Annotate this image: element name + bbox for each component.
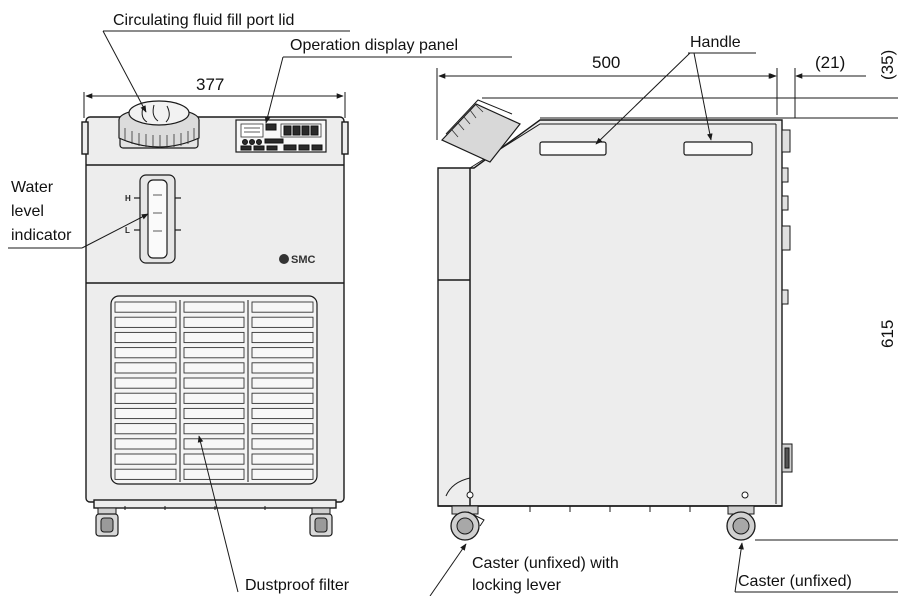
filter-slat	[114, 362, 177, 374]
filter-slat	[114, 331, 177, 344]
side-caster-unfixed	[726, 505, 756, 541]
filter-slat	[183, 453, 245, 465]
drain-hose	[445, 477, 471, 497]
label-dustproof-filter: Dustproof filter	[245, 577, 350, 594]
label-caster-locking-line1: Caster (unfixed) with	[472, 555, 619, 572]
svg-text:SMC: SMC	[291, 254, 316, 266]
filter-slat	[251, 423, 314, 435]
filter-slat	[183, 362, 245, 374]
front-left-caster	[95, 507, 119, 537]
filter-slat	[114, 423, 177, 435]
smc-logo: SMC	[279, 254, 316, 266]
filter-slat	[183, 468, 245, 480]
filter-slat	[114, 392, 177, 404]
filter-slat	[183, 392, 245, 404]
level-high-mark: H	[125, 194, 131, 203]
filter-slat	[251, 362, 314, 374]
filter-slat	[251, 392, 314, 404]
side-view: 500 (21) (35) 615	[436, 50, 898, 541]
filter-slat	[114, 316, 177, 328]
label-operation-panel: Operation display panel	[290, 37, 458, 54]
filter-slat	[251, 438, 314, 450]
dustproof-filter	[110, 295, 318, 485]
right-side-tab	[341, 121, 349, 155]
water-level-indicator: H L	[125, 174, 181, 264]
filter-slat	[183, 347, 245, 359]
handle-right	[683, 141, 753, 156]
base-feet	[529, 506, 691, 512]
front-view: 377	[81, 75, 349, 537]
filter-slat	[183, 301, 245, 313]
filter-slat	[183, 438, 245, 450]
label-caster-unfixed: Caster (unfixed)	[738, 573, 852, 590]
filter-slat	[251, 453, 314, 465]
filter-slat	[114, 453, 177, 465]
top-offset-dimension: (35)	[878, 50, 897, 80]
filter-slat	[183, 316, 245, 328]
filter-slat	[114, 407, 177, 420]
filter-slat	[114, 301, 177, 313]
fill-port-lid	[118, 100, 200, 149]
operation-display-panel	[235, 119, 327, 153]
front-width-dimension: 377	[196, 75, 224, 94]
filter-slat	[251, 377, 314, 389]
filter-slat	[251, 407, 314, 420]
front-right-caster	[309, 507, 333, 537]
filter-slat	[183, 331, 245, 344]
label-handle: Handle	[690, 34, 741, 51]
filter-slat	[114, 347, 177, 359]
level-low-mark: L	[125, 226, 130, 235]
filter-slat	[114, 468, 177, 480]
label-water-level-line3: indicator	[11, 227, 72, 244]
filter-slat	[183, 407, 245, 420]
side-caster-locking	[450, 505, 485, 541]
filter-slat	[114, 438, 177, 450]
filter-slat	[251, 316, 314, 328]
label-caster-locking-line2: locking lever	[472, 577, 562, 594]
filter-slat	[114, 377, 177, 389]
side-offset-dimension: (21)	[815, 53, 845, 72]
filter-slats	[114, 301, 314, 480]
filter-slat	[251, 347, 314, 359]
filter-slat	[251, 468, 314, 480]
side-fill-port-lid	[440, 99, 521, 163]
label-fill-port-lid: Circulating fluid fill port lid	[113, 12, 294, 29]
handle-left	[539, 141, 607, 156]
label-water-level-line2: level	[11, 203, 44, 220]
filter-slat	[251, 331, 314, 344]
height-dimension: 615	[878, 320, 897, 348]
filter-slat	[183, 377, 245, 389]
filter-slat	[183, 423, 245, 435]
callouts: Circulating fluid fill port lid Operatio…	[8, 12, 898, 596]
rear-fittings	[781, 129, 793, 473]
side-depth-dimension: 500	[592, 53, 620, 72]
filter-slat	[251, 301, 314, 313]
left-side-tab	[81, 121, 89, 155]
label-water-level-line1: Water	[11, 179, 54, 196]
side-cabinet	[437, 119, 783, 507]
